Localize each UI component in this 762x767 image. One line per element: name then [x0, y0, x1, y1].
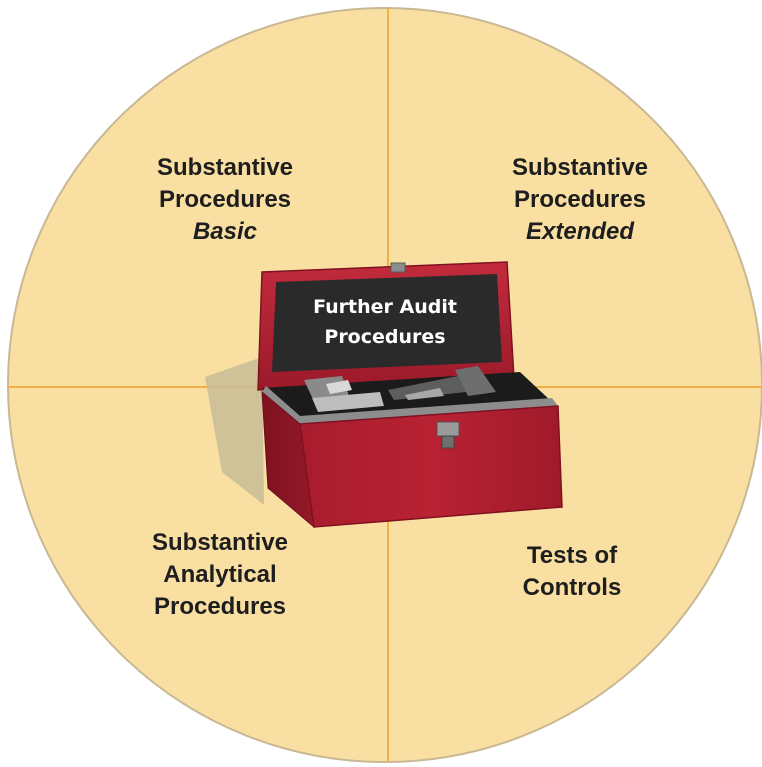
quadrant-tl-line1: Substantive [156, 154, 294, 181]
toolbox-icon: Further Audit Procedures [205, 261, 563, 529]
quadrant-tl-line2: Procedures [158, 186, 292, 213]
quadrant-tests-of-controls: Tests of Controls [462, 540, 682, 604]
quadrant-substantive-procedures-basic: Substantive Procedures Basic [110, 152, 340, 248]
quadrant-tr-line2: Procedures [513, 186, 647, 213]
toolbox-shadow [205, 357, 264, 505]
quadrant-substantive-analytical-procedures: Substantive Analytical Procedures [100, 527, 340, 623]
quadrant-tl-line3: Basic [192, 218, 258, 245]
quadrant-tr-line3: Extended [525, 218, 635, 245]
quadrant-bl-line2: Analytical [163, 561, 277, 588]
lid-label-panel [272, 274, 502, 372]
quadrant-br-line2: Controls [522, 574, 622, 601]
tools-icon [304, 366, 496, 412]
quadrant-tr-line1: Substantive [511, 154, 649, 181]
toolbox-rim [262, 386, 558, 424]
quadrant-br-line1: Tests of [526, 542, 618, 569]
lid-latch [390, 262, 406, 273]
toolbox-lid: Further Audit Procedures [257, 261, 515, 391]
quadrant-bl-line1: Substantive [151, 529, 289, 556]
toolbox-label-line1: Further Audit [313, 296, 457, 318]
quadrant-bl-line3: Procedures [153, 593, 287, 620]
toolbox-label-line2: Procedures [324, 326, 445, 348]
quadrant-substantive-procedures-extended: Substantive Procedures Extended [460, 152, 700, 248]
toolbox-front [299, 405, 563, 528]
front-latch [436, 421, 460, 449]
